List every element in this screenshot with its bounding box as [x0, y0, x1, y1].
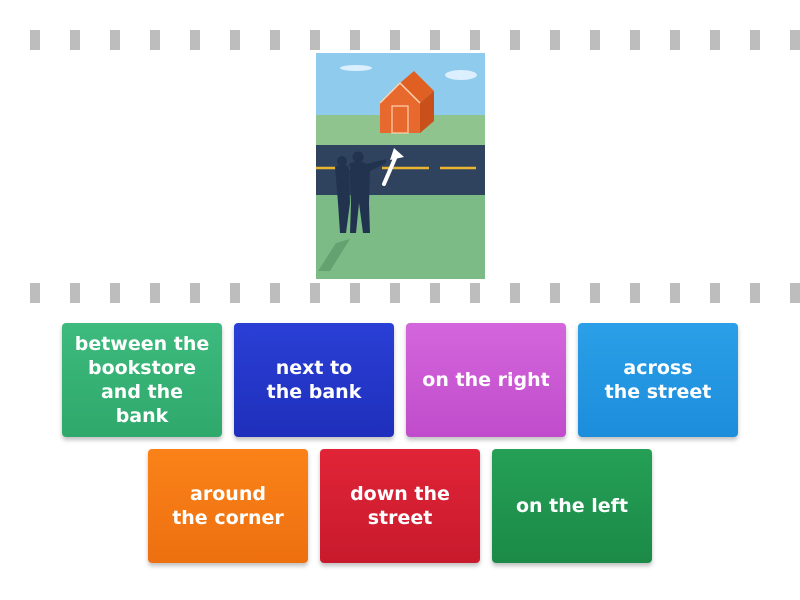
card-down-the-street[interactable]: down the street — [320, 449, 480, 563]
dash-mark — [270, 283, 280, 303]
card-on-the-left[interactable]: on the left — [492, 449, 652, 563]
dash-mark — [790, 283, 800, 303]
card-next-to-the-bank[interactable]: next to the bank — [234, 323, 394, 437]
dash-mark — [470, 30, 480, 50]
dash-mark — [30, 283, 40, 303]
dash-mark — [550, 30, 560, 50]
dash-mark — [510, 283, 520, 303]
card-around-the-corner[interactable]: around the corner — [148, 449, 308, 563]
dash-mark — [270, 30, 280, 50]
dash-mark — [230, 283, 240, 303]
dash-mark — [110, 283, 120, 303]
dash-mark — [350, 283, 360, 303]
dash-mark — [390, 30, 400, 50]
dash-mark — [390, 283, 400, 303]
dash-mark — [190, 283, 200, 303]
dash-mark — [710, 283, 720, 303]
dash-mark — [150, 30, 160, 50]
dash-mark — [590, 283, 600, 303]
card-between-the-bookstore-and-the-bank[interactable]: between the bookstore and the bank — [62, 323, 222, 437]
dash-mark — [670, 283, 680, 303]
dash-mark — [590, 30, 600, 50]
dash-mark — [630, 283, 640, 303]
question-picture — [316, 53, 485, 279]
dash-mark — [750, 30, 760, 50]
dash-mark — [430, 283, 440, 303]
dash-mark — [230, 30, 240, 50]
dash-mark — [110, 30, 120, 50]
dash-mark — [310, 283, 320, 303]
dash-mark — [710, 30, 720, 50]
card-on-the-right[interactable]: on the right — [406, 323, 566, 437]
dash-mark — [630, 30, 640, 50]
dash-row-top — [0, 30, 800, 50]
dash-mark — [190, 30, 200, 50]
dash-mark — [350, 30, 360, 50]
dash-mark — [150, 283, 160, 303]
dash-mark — [790, 30, 800, 50]
dash-mark — [470, 283, 480, 303]
dash-mark — [550, 283, 560, 303]
card-across-the-street[interactable]: across the street — [578, 323, 738, 437]
dash-mark — [30, 30, 40, 50]
dash-mark — [750, 283, 760, 303]
dash-mark — [510, 30, 520, 50]
dash-mark — [310, 30, 320, 50]
dash-row-bottom — [0, 283, 800, 303]
dash-mark — [670, 30, 680, 50]
dash-mark — [70, 283, 80, 303]
dash-mark — [70, 30, 80, 50]
dash-mark — [430, 30, 440, 50]
